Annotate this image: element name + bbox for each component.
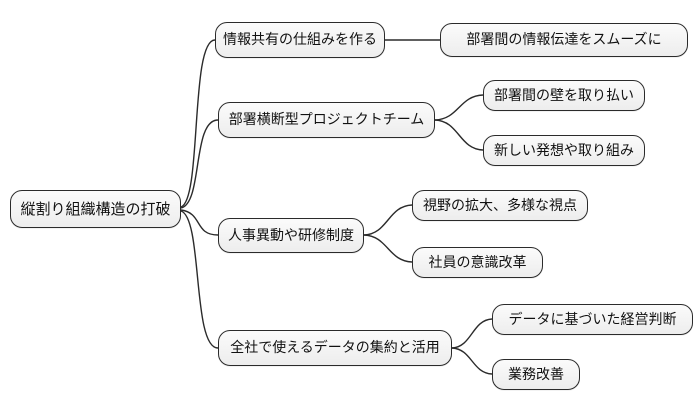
connector-root-branch4 xyxy=(180,210,219,349)
branch-node-cross-department-team[interactable]: 部署横断型プロジェクトチーム xyxy=(218,102,435,138)
branch-node-label: 全社で使えるデータの集約と活用 xyxy=(230,340,440,356)
connector-branch3-leaf1 xyxy=(363,204,413,236)
leaf-node-smooth-communication[interactable]: 部署間の情報伝達をスムーズに xyxy=(440,23,688,57)
leaf-node-new-ideas[interactable]: 新しい発想や取り組み xyxy=(483,135,645,166)
leaf-node-remove-walls[interactable]: 部署間の壁を取り払い xyxy=(483,80,645,111)
leaf-node-label: データに基づいた経営判断 xyxy=(508,311,677,328)
branch-node-company-wide-data[interactable]: 全社で使えるデータの集約と活用 xyxy=(218,330,452,366)
leaf-node-label: 社員の意識改革 xyxy=(428,254,527,271)
root-node-label: 縦割り組織構造の打破 xyxy=(20,199,171,218)
branch-node-information-sharing[interactable]: 情報共有の仕組みを作る xyxy=(215,22,385,58)
leaf-node-broader-perspective[interactable]: 視野の拡大、多様な視点 xyxy=(412,190,588,221)
branch-node-hr-rotation-training[interactable]: 人事異動や研修制度 xyxy=(218,218,364,253)
leaf-node-label: 業務改善 xyxy=(508,366,564,383)
leaf-node-label: 新しい発想や取り組み xyxy=(494,142,634,159)
connector-branch2-leaf2 xyxy=(434,119,484,151)
leaf-node-data-driven-decisions[interactable]: データに基づいた経営判断 xyxy=(492,304,693,335)
branch-node-label: 情報共有の仕組みを作る xyxy=(223,32,377,48)
root-node[interactable]: 縦割り組織構造の打破 xyxy=(10,190,181,228)
leaf-node-label: 視野の拡大、多様な視点 xyxy=(423,197,577,214)
leaf-node-process-improvement[interactable]: 業務改善 xyxy=(492,359,580,390)
connector-branch3-leaf2 xyxy=(363,234,413,263)
branch-node-label: 部署横断型プロジェクトチーム xyxy=(228,112,425,128)
connector-branch4-leaf1 xyxy=(451,318,493,349)
leaf-node-employee-mindset[interactable]: 社員の意識改革 xyxy=(412,247,543,278)
connector-root-branch3 xyxy=(180,209,219,236)
leaf-node-label: 部署間の情報伝達をスムーズに xyxy=(466,32,662,48)
branch-node-label: 人事異動や研修制度 xyxy=(228,227,354,244)
connector-branch4-leaf2 xyxy=(451,347,493,375)
connector-branch2-leaf1 xyxy=(434,94,484,121)
connector-root-branch2 xyxy=(180,119,219,209)
connector-root-branch1 xyxy=(180,39,216,208)
leaf-node-label: 部署間の壁を取り払い xyxy=(494,87,634,104)
